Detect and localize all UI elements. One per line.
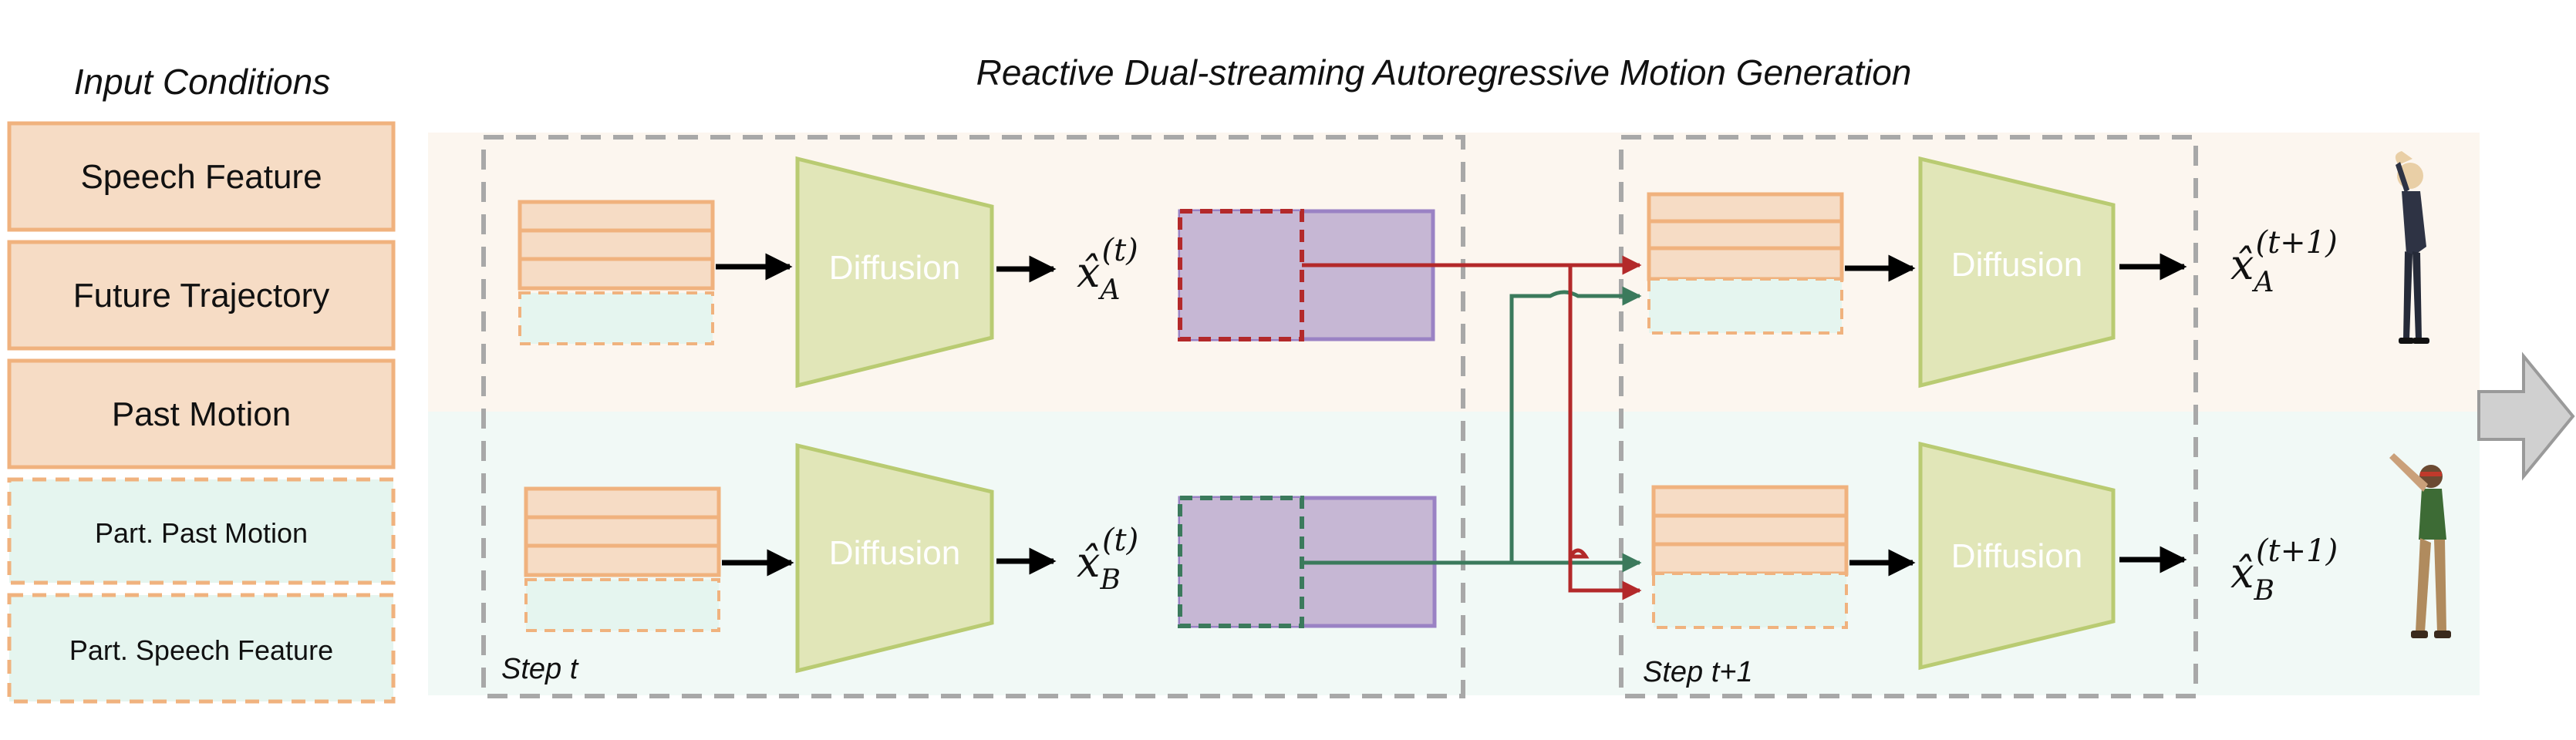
legend-item-past-motion: Past Motion [7,358,396,469]
motion-buffer-a [1178,209,1435,341]
step-t1-label: Step t+1 [1643,656,1753,688]
diffusion-block-a-next: Diffusion [1918,156,2116,388]
legend-label: Past Motion [112,395,291,433]
diffusion-label: Diffusion [829,534,960,572]
legend-title: Input Conditions [74,62,330,102]
legend-label: Part. Past Motion [95,517,308,549]
step-t-frame [481,135,1465,698]
stream-a-band [428,133,2480,412]
legend-item-future-trajectory: Future Trajectory [7,240,396,351]
stream-b-next-input-stack [1651,485,1849,629]
diffusion-label: Diffusion [829,249,960,287]
output-b-t: x̂B(t) [1077,523,1138,596]
continuation-arrow [2477,352,2575,481]
output-a-t1: x̂A(t+1) [2230,225,2338,298]
stream-b-band [428,412,2480,695]
legend-item-speech-feature: Speech Feature [7,121,396,232]
legend-item-part-past-motion: Part. Past Motion [7,477,396,585]
diffusion-label: Diffusion [1951,537,2082,575]
diagram-title: Reactive Dual-streaming Autoregressive M… [976,52,1912,92]
stream-a-input-stack [518,200,715,345]
diffusion-block-a: Diffusion [795,156,994,388]
stream-a-next-input-stack [1647,192,1844,335]
step-t1-frame [1619,135,2198,698]
legend-label: Speech Feature [80,158,322,196]
diffusion-block-b-next: Diffusion [1918,441,2116,671]
diffusion-label: Diffusion [1951,246,2082,284]
cross-connector-red-path [1302,263,1642,600]
step-t-label: Step t [501,653,579,685]
output-a-t: x̂A(t) [1077,233,1138,306]
character-a-figure [2395,151,2429,344]
diffusion-block-b: Diffusion [795,442,994,674]
cross-connector-green-path [1302,286,1642,565]
legend-label: Future Trajectory [73,277,330,314]
stream-b-input-stack [524,486,721,632]
legend-label: Part. Speech Feature [69,634,333,666]
output-b-t1: x̂B(t+1) [2230,533,2338,607]
legend-item-part-speech-feature: Part. Speech Feature [7,593,396,704]
character-b-figure [2389,453,2451,638]
